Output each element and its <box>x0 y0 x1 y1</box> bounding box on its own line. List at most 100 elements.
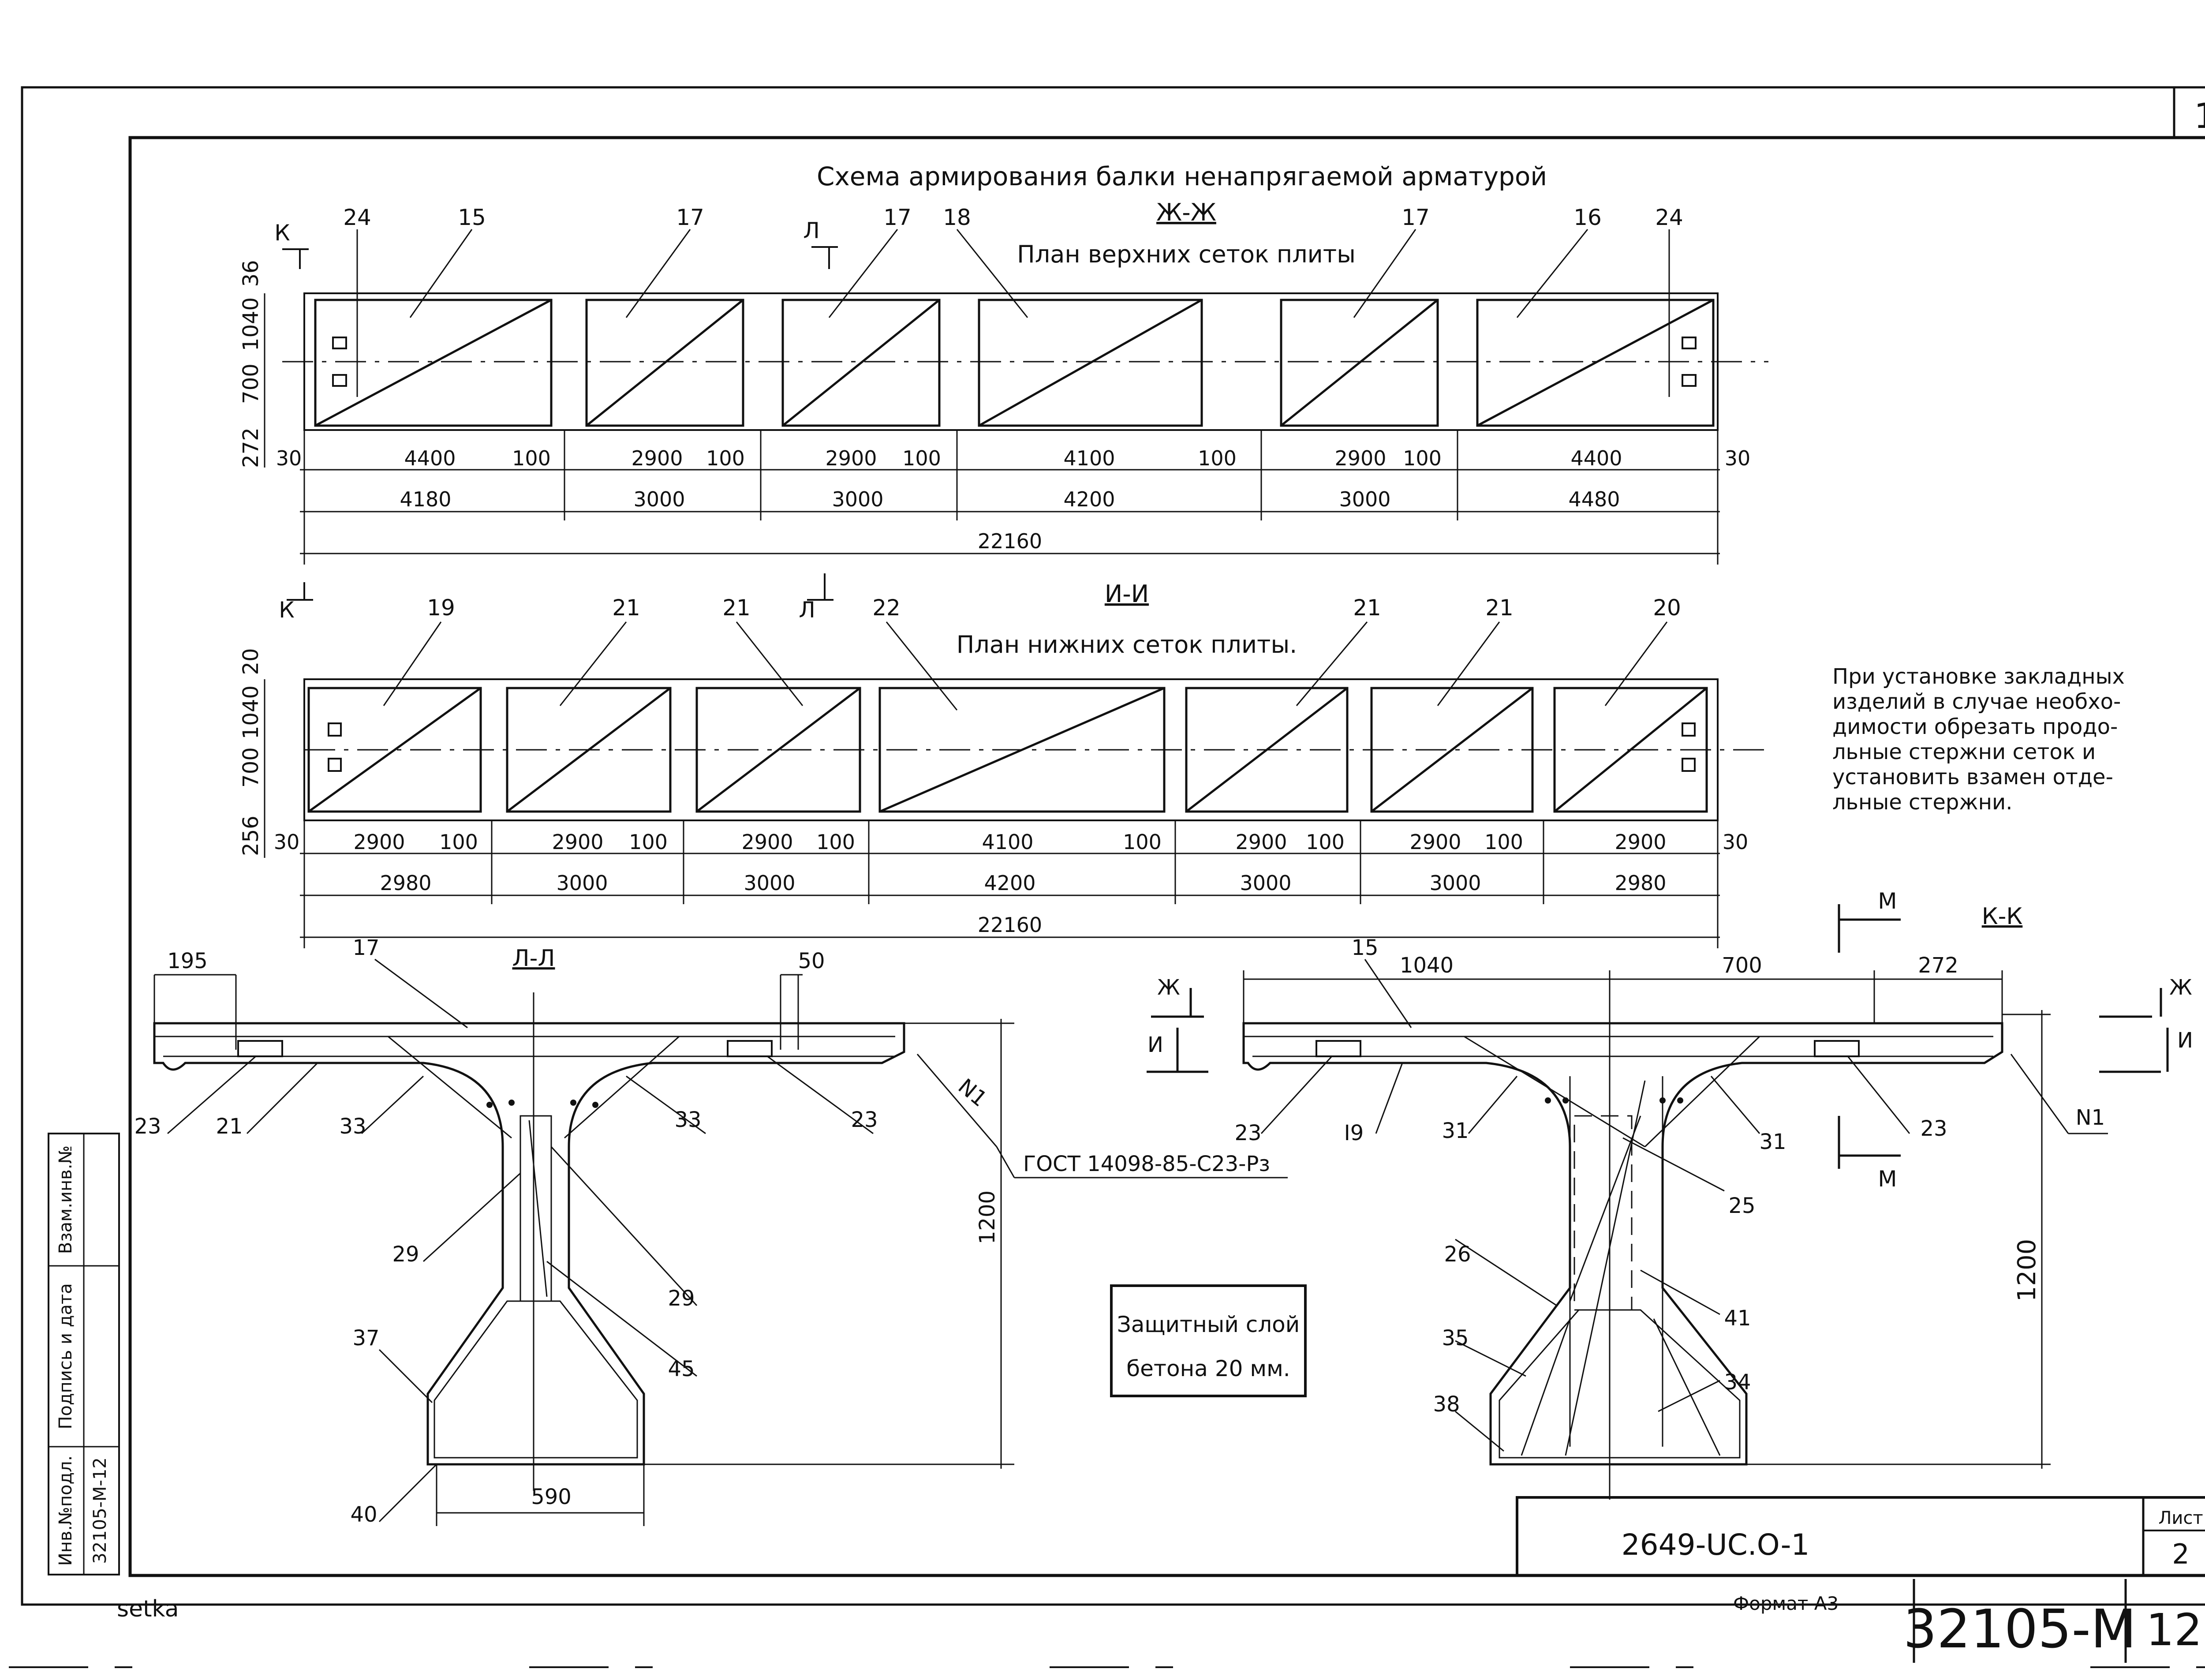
section-kk: К-К М М Ж И Ж И <box>1147 888 2193 1500</box>
plan-top-label-7: 16 <box>1573 205 1602 230</box>
plan-bottom-span-0: 2980 <box>380 871 431 895</box>
plan-top-mesh-dim-5: 4400 <box>1570 446 1622 470</box>
format-label: Формат А3 <box>1733 1593 1839 1614</box>
stamp-inv-number: 32105-М-12 <box>90 1457 110 1564</box>
plan-top-mesh-dim-4: 2900 <box>1334 446 1386 470</box>
plan-top-gap-5: 100 <box>1403 446 1442 470</box>
section-kk-label-i9: I9 <box>1344 1121 1364 1145</box>
plan-bottom-gap-2: 100 <box>629 830 668 854</box>
plan-top-mesh-dim-1: 2900 <box>631 446 683 470</box>
plan-top-gap-0: 30 <box>276 446 302 470</box>
page-number: 12 <box>2146 1604 2202 1656</box>
section-kk-label-n1: N1 <box>2076 1105 2105 1130</box>
section-ll-label-33b: 33 <box>674 1108 701 1132</box>
section-kk-label-15: 15 <box>1351 935 1378 960</box>
section-kk-label-31a: 31 <box>1442 1119 1469 1143</box>
filename-label: setka <box>117 1596 179 1622</box>
section-ll-label-n1: N1 <box>953 1074 992 1112</box>
plan-bottom-dim-256: 256 <box>239 816 263 856</box>
plan-bottom-mesh-dim-4: 2900 <box>1235 830 1287 854</box>
plan-top-span-5: 4480 <box>1568 487 1620 511</box>
plan-bottom-dim-20: 20 <box>239 648 263 675</box>
note-line-1: При установке закладных <box>1832 664 2125 689</box>
plan-bottom-span-4: 3000 <box>1240 871 1291 895</box>
plan-top-span-2: 3000 <box>832 487 883 511</box>
section-kk-label-25: 25 <box>1728 1194 1755 1218</box>
plan-top-cut-k: К <box>274 220 290 246</box>
plan-bottom-span-3: 4200 <box>984 871 1035 895</box>
section-kk-mark-i-right: И <box>2177 1028 2193 1053</box>
plan-bottom-mesh-dim-5: 2900 <box>1409 830 1461 854</box>
plan-top-label-2: 15 <box>458 205 486 230</box>
plan-bottom-span-6: 2980 <box>1615 871 1666 895</box>
plan-bottom-dim-1040: 1040 <box>239 685 263 739</box>
section-ll-label-17: 17 <box>352 935 379 960</box>
plan-bottom-mesh-dim-6: 2900 <box>1615 830 1666 854</box>
section-kk-label-41: 41 <box>1724 1306 1751 1331</box>
plan-bottom-label-6: 21 <box>1485 595 1514 621</box>
plan-bottom-mesh-dim-2: 2900 <box>741 830 793 854</box>
note-line-5: установить взамен отде- <box>1832 765 2113 789</box>
plan-top-label-5: 18 <box>943 205 971 230</box>
section-ll-label-29a: 29 <box>392 1242 419 1267</box>
plan-bottom-gap-4: 100 <box>1123 830 1162 854</box>
section-kk-label-23a: 23 <box>1234 1121 1261 1145</box>
plan-bottom-gap-5: 100 <box>1306 830 1345 854</box>
note-line-4: льные стержни сеток и <box>1832 740 2096 764</box>
sheet-frame: 12 <box>21 86 2205 1606</box>
plan-top-span-3: 4200 <box>1063 487 1115 511</box>
plan-top-mesh-dim-3: 4100 <box>1063 446 1115 470</box>
plan-top-span-4: 3000 <box>1339 487 1390 511</box>
plan-top-gap-4: 100 <box>1198 446 1237 470</box>
section-kk-mark-i-left: И <box>1147 1033 1163 1057</box>
stamp-replacement-inv: Взам.инв.№ <box>56 1145 76 1254</box>
title-block-sheet-label: Лист <box>2158 1508 2203 1528</box>
plan-top-meshes <box>314 299 1715 427</box>
protective-layer-line-2: бетона 20 мм. <box>1126 1356 1290 1381</box>
plan-top-dim-1040: 1040 <box>239 297 263 351</box>
plan-top-dim-700: 700 <box>239 363 263 404</box>
section-ll-label-33a: 33 <box>339 1114 366 1139</box>
title-block-sheet: 2 <box>2172 1538 2189 1570</box>
section-kk-dim-700: 700 <box>1722 953 1762 978</box>
section-kk-cut-m-top: М <box>1878 888 1897 914</box>
plan-top-label-3: 17 <box>676 205 704 230</box>
plan-bottom-cut-l: Л <box>799 597 815 623</box>
plan-bottom-label-7: 20 <box>1653 595 1681 621</box>
plan-top-label-4: 17 <box>883 205 912 230</box>
plan-bottom-span-5: 3000 <box>1429 871 1481 895</box>
plan-top-title: План верхних сеток плиты <box>1017 240 1356 268</box>
section-ll-label-23a: 23 <box>134 1114 161 1139</box>
plan-top-gap-1: 100 <box>512 446 551 470</box>
main-title: Схема армирования балки ненапрягаемой ар… <box>817 161 1547 191</box>
plan-top-span-0: 4180 <box>400 487 451 511</box>
section-kk-mark-zh-left: Ж <box>1157 975 1180 1000</box>
plan-top-gap-6: 30 <box>1725 446 1751 470</box>
plan-bottom-mesh-dim-1: 2900 <box>552 830 603 854</box>
note-line-6: льные стержни. <box>1832 790 2012 815</box>
plan-bottom-gap-7: 30 <box>1723 830 1749 854</box>
note-line-2: изделий в случае необхо- <box>1832 689 2121 714</box>
plan-top-total: 22160 <box>978 529 1042 553</box>
section-kk-label-38: 38 <box>1433 1392 1460 1417</box>
plan-bottom-gap-1: 100 <box>439 830 478 854</box>
plan-top-label-8: 24 <box>1655 205 1683 230</box>
plan-bottom-total: 22160 <box>978 913 1042 937</box>
plan-top: Ж-Ж План верхних сеток плиты <box>239 198 1768 565</box>
section-kk-label-23b: 23 <box>1920 1116 1947 1141</box>
section-ll-dim-50: 50 <box>798 949 825 973</box>
section-kk-label-31b: 31 <box>1759 1130 1786 1154</box>
section-ll-dim-1200: 1200 <box>975 1190 1000 1244</box>
plan-top-dim-36: 36 <box>239 260 263 287</box>
title-block-code: 2649-UC.O-1 <box>1622 1528 1810 1562</box>
plan-bottom-mesh-dim-3: 4100 <box>982 830 1033 854</box>
plan-bottom-span-1: 3000 <box>556 871 608 895</box>
plan-top-gap-3: 100 <box>902 446 941 470</box>
plan-bottom-label-3: 21 <box>722 595 751 621</box>
protective-layer-line-1: Защитный слой <box>1117 1312 1300 1337</box>
section-ll-label-21: 21 <box>216 1114 243 1139</box>
section-kk-label-26: 26 <box>1444 1242 1471 1267</box>
section-kk-title: К-К <box>1982 903 2023 930</box>
side-stamp: Взам.инв.№ Подпись и дата Инв.№подл. 321… <box>48 1133 120 1575</box>
